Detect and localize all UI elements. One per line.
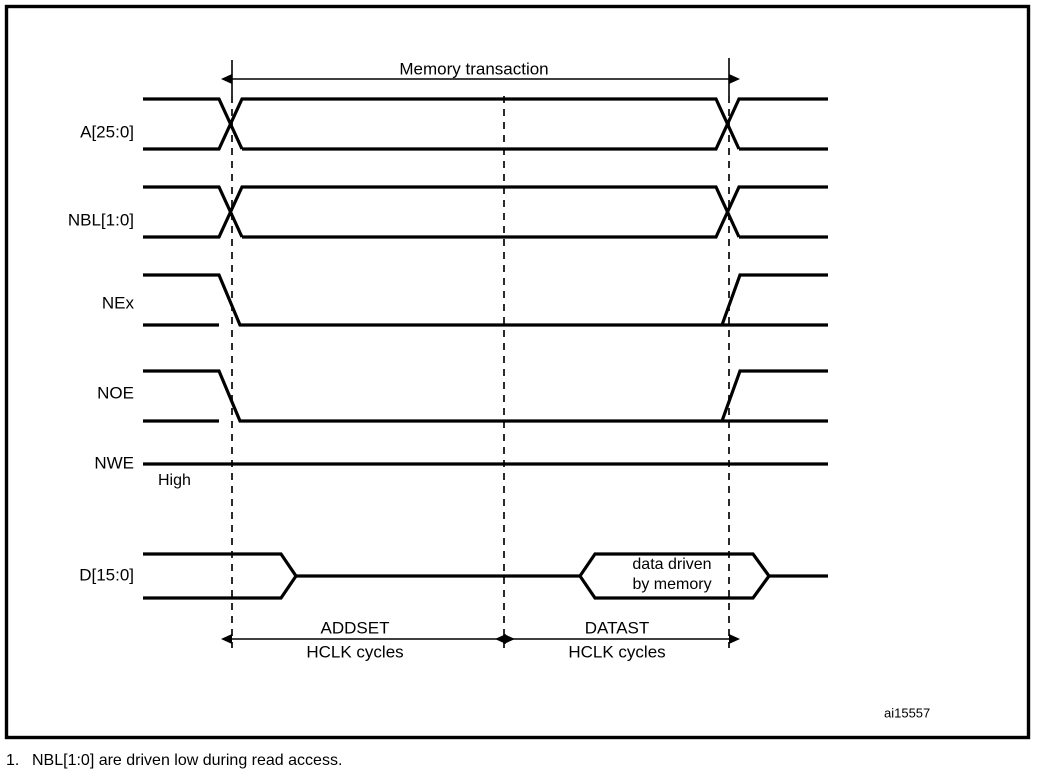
signal-label-nbl: NBL[1:0]: [68, 210, 134, 229]
data-payload-line1: data driven: [632, 556, 711, 573]
signal-label-nwe: NWE: [94, 453, 134, 472]
data-payload-line2: by memory: [632, 576, 711, 593]
memory-transaction-label: Memory transaction: [399, 59, 548, 78]
waveform-nwe: NWE High: [94, 453, 828, 489]
waveform-nex: NEx: [102, 273, 828, 327]
waveform-nbl1-0: NBL[1:0]: [68, 185, 828, 239]
datast-label: DATAST: [585, 618, 650, 637]
waveform-noe: NOE: [97, 369, 828, 423]
memory-transaction-span: Memory transaction: [221, 58, 740, 100]
nwe-state-label: High: [158, 472, 191, 489]
timing-span-datast: DATAST HCLK cycles: [495, 618, 740, 661]
footnote-text: NBL[1:0] are driven low during read acce…: [32, 752, 343, 769]
datast-unit-label: HCLK cycles: [568, 642, 665, 661]
signal-label-d: D[15:0]: [79, 565, 134, 584]
footnote-number: 1.: [6, 752, 20, 769]
figure-border: [4, 4, 1031, 740]
footnote: 1. NBL[1:0] are driven low during read ac…: [6, 752, 342, 770]
waveform-a25-0: A[25:0]: [80, 97, 828, 151]
addset-unit-label: HCLK cycles: [306, 642, 403, 661]
signal-label-nex: NEx: [102, 293, 135, 312]
addset-label: ADDSET: [321, 618, 390, 637]
signal-label-a: A[25:0]: [80, 122, 134, 141]
waveform-d15-0: D[15:0] data driven by memory: [79, 552, 828, 600]
figure-id-label: ai15557: [884, 705, 930, 720]
timing-span-addset: ADDSET HCLK cycles: [221, 618, 515, 661]
signal-label-noe: NOE: [97, 383, 134, 402]
